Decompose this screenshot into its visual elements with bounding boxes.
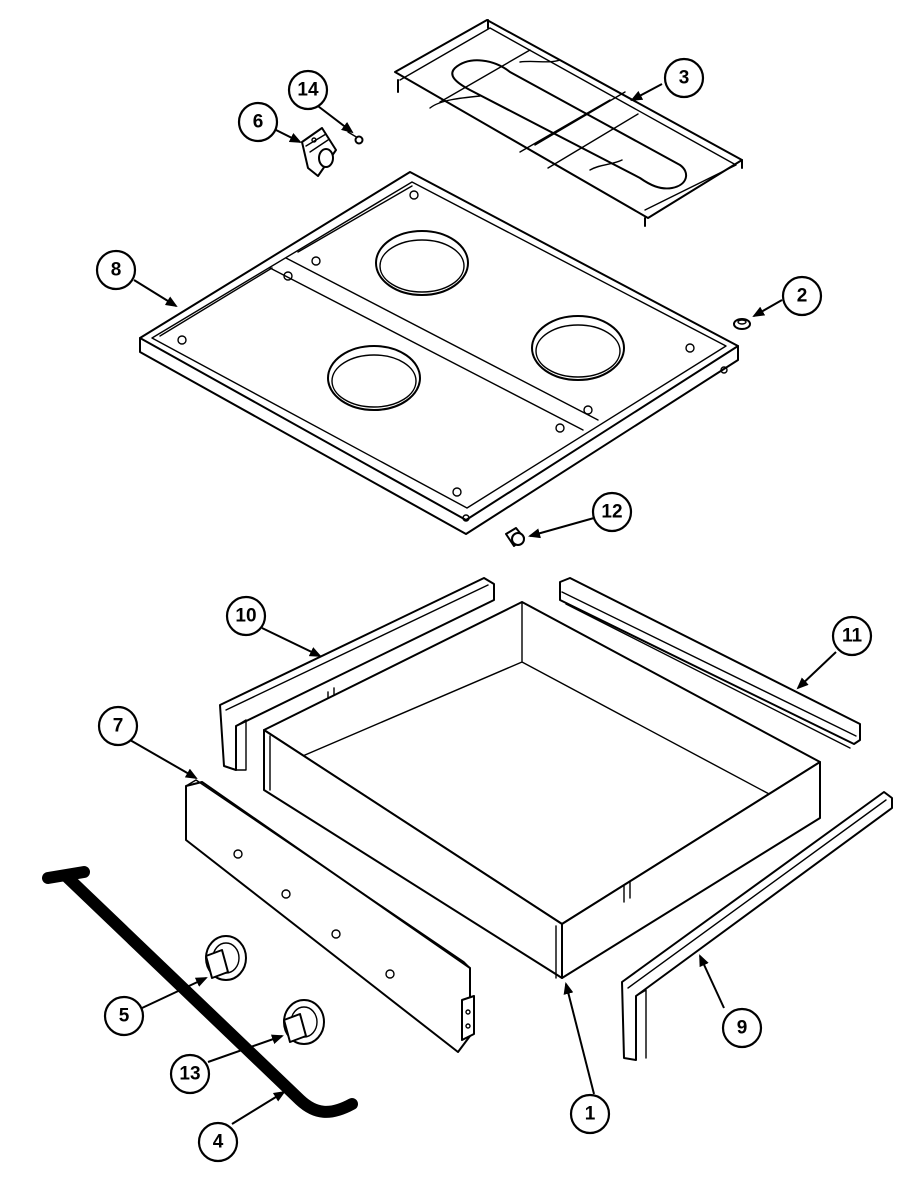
callout-10-label: 10	[235, 606, 256, 627]
callout-7: 7	[97, 705, 139, 747]
part-cooktop	[139, 171, 739, 535]
callout-10: 10	[225, 595, 267, 637]
callout-1: 1	[569, 1093, 611, 1135]
callout-8-label: 8	[111, 260, 122, 281]
callout-13-label: 13	[179, 1064, 200, 1085]
callout-12-label: 12	[601, 502, 622, 523]
part-body	[263, 601, 821, 979]
leader-lines	[129, 83, 837, 1125]
part-plug-2	[733, 318, 751, 330]
callout-6: 6	[237, 101, 279, 143]
callout-5-label: 5	[119, 1006, 130, 1027]
part-handle	[42, 866, 358, 1118]
part-knob-5	[205, 935, 247, 981]
callout-3: 3	[663, 57, 705, 99]
callout-12: 12	[591, 491, 633, 533]
part-side-trim-right	[559, 577, 861, 749]
part-knob-13	[283, 999, 325, 1045]
callout-4: 4	[197, 1121, 239, 1163]
part-grate	[394, 19, 743, 227]
callout-9: 9	[721, 1007, 763, 1049]
callout-14: 14	[287, 69, 329, 111]
callout-2-label: 2	[797, 286, 808, 307]
callout-6-label: 6	[253, 112, 264, 133]
callout-7-label: 7	[113, 716, 124, 737]
part-bottom-trim	[621, 791, 893, 1061]
part-bracket-6	[301, 127, 337, 177]
callout-1-label: 1	[585, 1104, 596, 1125]
callout-2: 2	[781, 275, 823, 317]
part-bumper-12	[505, 527, 525, 547]
part-control-panel	[185, 779, 475, 1053]
callout-11-label: 11	[842, 626, 863, 647]
callout-13: 13	[169, 1053, 211, 1095]
callout-4-label: 4	[213, 1132, 224, 1153]
callout-5: 5	[103, 995, 145, 1037]
callout-11: 11	[831, 615, 873, 657]
callout-8: 8	[95, 249, 137, 291]
part-screw-14	[347, 131, 364, 145]
callout-9-label: 9	[737, 1018, 748, 1039]
callout-14-label: 14	[297, 80, 319, 101]
callout-3-label: 3	[679, 68, 690, 89]
